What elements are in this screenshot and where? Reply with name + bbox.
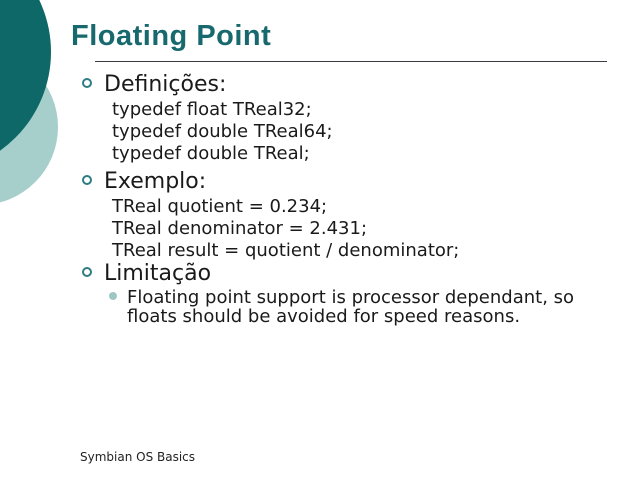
slide-title: Floating Point — [71, 20, 272, 52]
code-line: TReal quotient = 0.234; — [112, 196, 328, 217]
code-line: TReal denominator = 2.431; — [112, 218, 368, 239]
code-lines-exemplo: TReal quotient = 0.234; TReal denominato… — [112, 196, 459, 262]
code-line: typedef float TReal32; — [112, 99, 312, 120]
code-lines-definicoes: typedef float TReal32; typedef double TR… — [112, 99, 333, 165]
bullet-label-exemplo: Exemplo: — [104, 169, 207, 194]
footer-text: Symbian OS Basics — [80, 450, 196, 464]
code-line: typedef double TReal64; — [112, 121, 333, 142]
title-underline — [95, 61, 607, 62]
circle-bullet-icon — [82, 78, 92, 88]
circle-bullet-icon — [82, 175, 92, 185]
bullet-label-limitacao: Limitação — [104, 261, 212, 286]
sub-bullet-text: Floating point support is processor depe… — [127, 287, 575, 327]
circle-bullet-icon — [82, 267, 92, 277]
dot-bullet-icon — [109, 292, 117, 300]
code-line: TReal result = quotient / denominator; — [112, 240, 460, 261]
bullet-label-definicoes: Definições: — [104, 72, 227, 97]
code-line: typedef double TReal; — [112, 143, 310, 164]
